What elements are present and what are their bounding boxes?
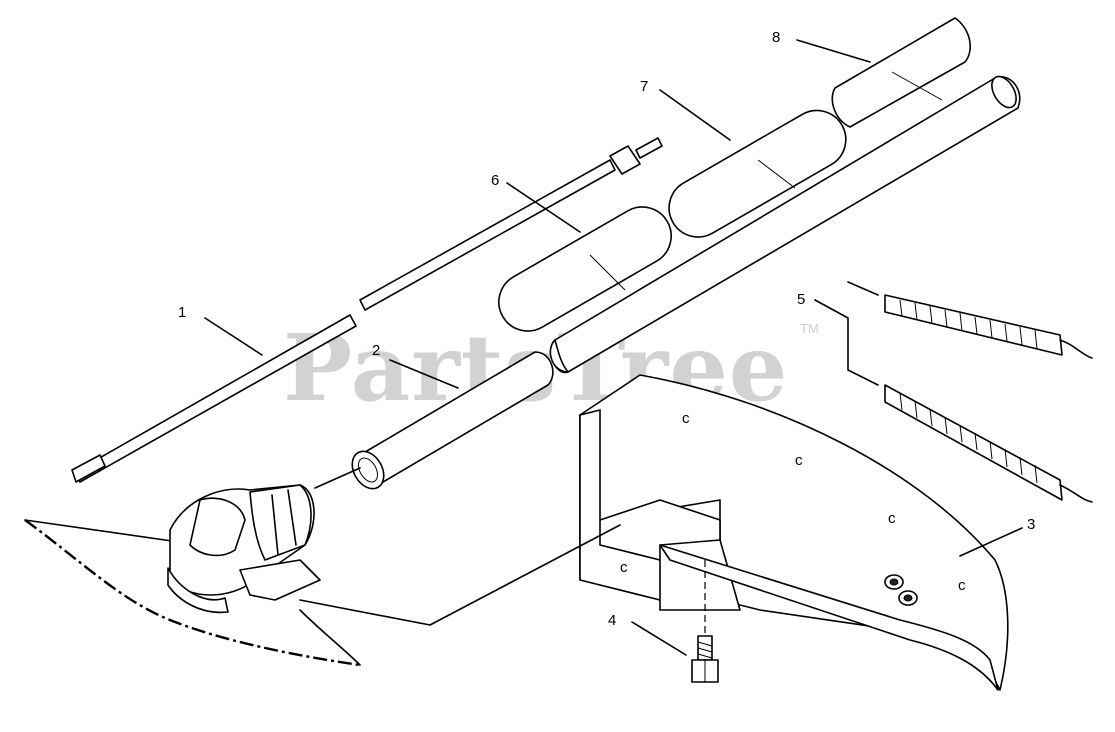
part-5-trimmer-line — [884, 294, 1093, 503]
part-7-outer-tube — [549, 75, 1021, 373]
callout-1: 1 — [178, 304, 186, 321]
svg-text:c: c — [620, 559, 628, 576]
callout-5: 5 — [797, 291, 805, 308]
watermark-trademark: TM — [800, 321, 819, 336]
callout-labels: 1 2 3 4 5 6 7 8 — [178, 29, 1035, 629]
part-4-bolt — [691, 560, 719, 683]
part-7-grip — [668, 109, 847, 238]
part-1-drive-shaft — [71, 137, 663, 483]
callout-7: 7 — [640, 78, 648, 95]
svg-text:c: c — [795, 452, 803, 469]
leader-lines — [204, 39, 1023, 656]
callout-8: 8 — [772, 29, 780, 46]
svg-text:c: c — [682, 410, 690, 427]
svg-text:c: c — [888, 510, 896, 527]
part-8-tube-sleeve — [831, 17, 971, 128]
callout-2: 2 — [372, 342, 380, 359]
callout-6: 6 — [491, 172, 499, 189]
part-3-guard: c c c c c — [299, 374, 1009, 691]
part-2-lower-tube — [351, 351, 554, 490]
svg-text:c: c — [958, 577, 966, 594]
trimmer-head — [24, 467, 361, 667]
callout-4: 4 — [608, 612, 616, 629]
part-6-grip — [498, 206, 672, 332]
callout-3: 3 — [1027, 516, 1035, 533]
